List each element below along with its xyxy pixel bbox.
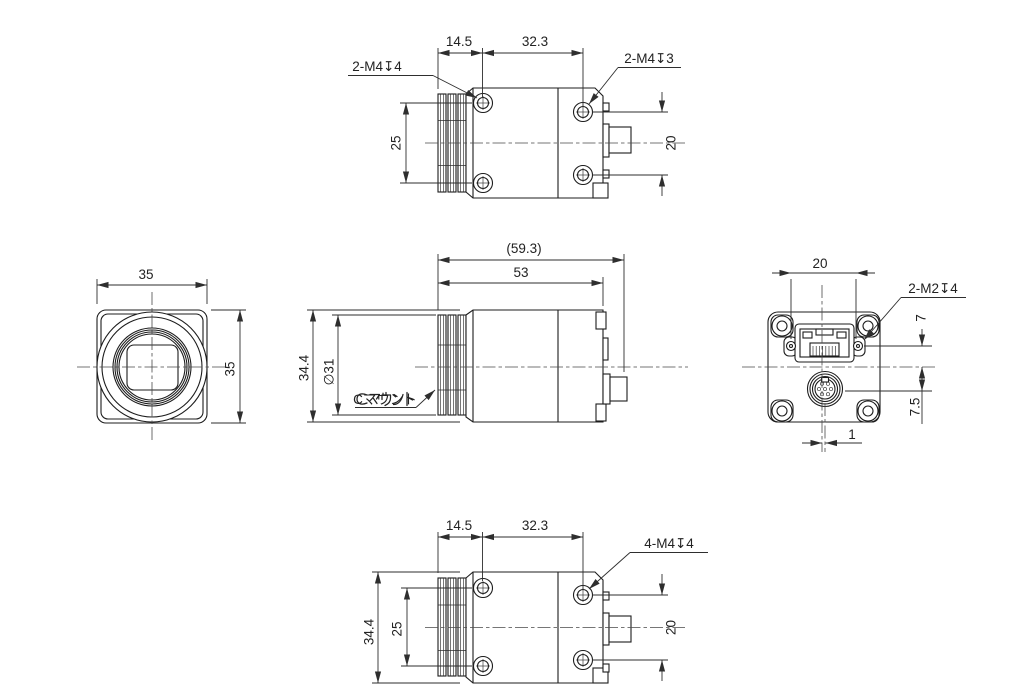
rear-corner-bosses xyxy=(770,314,880,423)
svg-text:35: 35 xyxy=(223,361,238,376)
side-rear-tab-top xyxy=(595,311,607,330)
side-dim-body-length: 53 xyxy=(438,265,604,306)
rj45-latch xyxy=(815,328,834,336)
front-dim-width: 35 xyxy=(96,267,208,304)
bottom-rear-tab-2 xyxy=(602,663,610,673)
top-dim-front-length: 14.5 xyxy=(437,34,584,106)
top-callout-rear-tap: 2-M4↧3 xyxy=(588,51,681,105)
side-lens-mount-rings xyxy=(437,314,467,416)
front-dim-height: 35 xyxy=(211,309,246,424)
rear-dim-screw-pitch: 20 xyxy=(772,256,875,339)
bottom-dim-hole-pitch-25: 25 xyxy=(390,587,472,667)
rear-dim-center-offset: 1 xyxy=(802,427,862,447)
svg-text:25: 25 xyxy=(390,621,405,636)
bottom-screw-holes xyxy=(472,577,594,677)
bottom-rear-connector xyxy=(602,612,632,646)
rear-rj45-connector xyxy=(783,323,866,363)
rear-circular-connector xyxy=(806,370,844,408)
rear-view: 20 2-M2↧4 7 7.5 1 xyxy=(742,256,966,452)
svg-text:2-M4↧4: 2-M4↧4 xyxy=(352,59,402,74)
svg-text:∅31: ∅31 xyxy=(322,359,337,386)
rj45-contacts xyxy=(812,346,836,356)
svg-text:32.3: 32.3 xyxy=(522,518,548,533)
rear-callout-tap: 2-M2↧4 xyxy=(863,281,966,341)
svg-text:14.5: 14.5 xyxy=(446,518,472,533)
bottom-lens-mount-rings xyxy=(437,577,467,677)
side-rear-tab-bottom xyxy=(595,403,607,422)
bottom-dim-front-length: 14.5 xyxy=(437,518,584,589)
front-sensor-window xyxy=(126,344,179,391)
bottom-view: 14.5 32.3 4-M4↧4 34.4 25 20 xyxy=(362,518,708,684)
side-callout-c-mount: Cマウント xyxy=(353,389,436,408)
rear-dim-rj45-height: 7 xyxy=(864,314,932,347)
svg-text:7: 7 xyxy=(914,314,929,322)
top-dim-rear-length: 32.3 xyxy=(482,34,583,57)
top-view: 14.5 32.3 25 20 2-M4↧4 2-M4↧3 xyxy=(348,34,685,199)
top-rear-corner-block xyxy=(592,182,609,199)
rj45-screw-right xyxy=(852,340,864,352)
top-rear-tab-2 xyxy=(602,169,610,179)
svg-text:4-M4↧4: 4-M4↧4 xyxy=(644,536,694,551)
rj45-led-right xyxy=(836,331,847,339)
svg-text:(59.3): (59.3) xyxy=(506,241,541,256)
side-view: (59.3) 53 34.4 ∅31 Cマウント xyxy=(297,241,688,423)
svg-text:20: 20 xyxy=(664,135,679,150)
bottom-dim-rear-hole-pitch-20: 20 xyxy=(592,574,679,681)
top-dim-hole-pitch-25: 25 xyxy=(389,102,472,184)
top-callout-front-tap: 2-M4↧4 xyxy=(348,59,478,99)
top-rear-connector xyxy=(602,123,632,158)
svg-text:25: 25 xyxy=(389,135,404,150)
c-mount-label-text: Cマウント xyxy=(353,392,417,407)
top-rear-tab-1 xyxy=(602,102,610,112)
svg-text:34.4: 34.4 xyxy=(362,618,377,645)
svg-text:20: 20 xyxy=(664,620,679,635)
side-dim-mount-diameter: ∅31 xyxy=(322,314,436,416)
c-mount-label-glyphs xyxy=(356,391,414,407)
bottom-dim-body-height: 34.4 xyxy=(362,571,460,684)
svg-text:2-M4↧3: 2-M4↧3 xyxy=(624,51,674,66)
bottom-dim-rear-length: 32.3 xyxy=(482,518,583,541)
svg-text:7.5: 7.5 xyxy=(908,398,923,417)
bottom-rear-tab-1 xyxy=(602,591,610,601)
rj45-led-left xyxy=(802,331,813,339)
front-view: 35 35 xyxy=(77,267,246,442)
bottom-callout-tap: 4-M4↧4 xyxy=(588,536,708,590)
top-dim-rear-hole-pitch-20: 20 xyxy=(592,92,679,196)
svg-text:2-M2↧4: 2-M2↧4 xyxy=(908,281,958,296)
side-dim-body-height: 34.4 xyxy=(297,309,460,423)
svg-text:32.3: 32.3 xyxy=(522,34,548,49)
svg-text:35: 35 xyxy=(138,267,153,282)
svg-text:20: 20 xyxy=(812,256,827,271)
connector-key-notch xyxy=(820,376,830,383)
svg-text:14.5: 14.5 xyxy=(446,34,472,49)
svg-text:34.4: 34.4 xyxy=(297,354,312,381)
rj45-screw-left xyxy=(785,340,797,352)
side-rj45-edge xyxy=(602,337,609,361)
svg-text:53: 53 xyxy=(513,265,528,280)
svg-text:1: 1 xyxy=(848,427,856,442)
rear-dim-connector-offset: 7.5 xyxy=(845,367,932,424)
side-body-outline xyxy=(465,309,604,423)
side-rear-connector xyxy=(602,373,628,405)
